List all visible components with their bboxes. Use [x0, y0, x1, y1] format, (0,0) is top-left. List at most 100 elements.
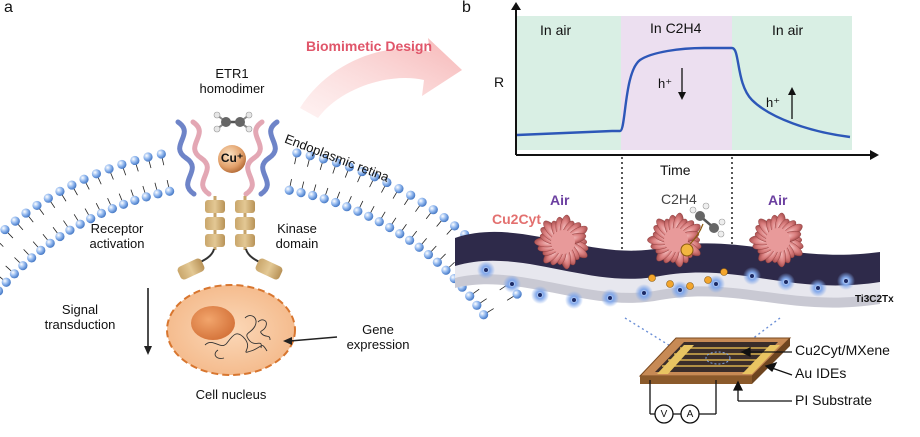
cu2cyt-flower [749, 212, 804, 268]
flower-core [551, 230, 575, 254]
lipid-head [55, 186, 65, 197]
lipid-head [305, 151, 315, 161]
electron-dot [572, 298, 576, 302]
region-air-2 [732, 16, 852, 150]
ammeter-label: A [686, 409, 694, 420]
receptor-activation-line1: Receptor [90, 221, 144, 236]
ammeter-icon [680, 404, 700, 424]
lipid-head [165, 186, 175, 196]
lipid-head [284, 185, 294, 195]
lipid-head [395, 229, 405, 239]
lipid-head [130, 155, 140, 166]
lipid-head [86, 213, 96, 224]
biomimetic-design-label: Biomimetic Design [306, 38, 433, 54]
electron-dot [816, 286, 820, 290]
lipid-head [43, 193, 53, 203]
region-1-label: In air [540, 22, 572, 38]
kinase-domain [177, 196, 283, 280]
biomimetic-arrow [300, 38, 462, 118]
electron-dot [844, 279, 848, 283]
lipid-head [292, 148, 302, 158]
region-ethylene [621, 16, 732, 150]
hole-dot [666, 280, 674, 288]
copper-ion-label: Cu⁺ [220, 151, 244, 165]
lipid-head [374, 217, 384, 227]
lipid-head [27, 253, 37, 263]
lipid-head [79, 174, 89, 184]
lipid-head [130, 195, 140, 205]
lipid-head [357, 166, 367, 177]
lipid-head [441, 265, 451, 275]
electron-dot [608, 296, 612, 300]
lipid-head [65, 225, 75, 235]
hole-label-2: h⁺ [766, 95, 781, 110]
lipid-head [428, 205, 438, 215]
lipid-head [370, 172, 380, 182]
lipid-head [104, 164, 114, 174]
lipid-head [465, 291, 475, 301]
lipid-head [91, 169, 102, 179]
gas-label: C2H4 [661, 191, 697, 207]
electron-dot [538, 293, 542, 297]
lipid-head [318, 154, 329, 164]
hole-label-1: h⁺ [658, 76, 673, 91]
region-2-label: In C2H4 [650, 20, 702, 36]
lipid-head [118, 199, 129, 209]
electron-dot [714, 282, 718, 286]
cu2cyt-particles [534, 212, 804, 270]
copper-ion [218, 145, 246, 173]
region-3-label: In air [772, 22, 804, 38]
cu2cyt-label: Cu2Cyt [492, 211, 542, 227]
lipid-head [32, 200, 42, 211]
hole-dot [720, 268, 728, 276]
ethylene-molecule-icon [213, 111, 253, 133]
lipid-head [156, 149, 166, 159]
receptor-title-line2: homodimer [199, 81, 265, 96]
cell-nucleus-label: Cell nucleus [195, 387, 267, 402]
lipid-head [107, 204, 117, 214]
cu2cyt-flower [647, 212, 702, 268]
resistance-curve [516, 46, 851, 139]
layer-3-label: PI Substrate [795, 392, 873, 408]
lipid-head [439, 212, 449, 223]
electron-dot [510, 282, 514, 286]
lipid-head [331, 158, 342, 168]
lipid-head [18, 261, 28, 271]
kinase-domain-line1: Kinase [277, 221, 317, 236]
lipid-head [342, 202, 352, 212]
lipid-head [405, 235, 415, 245]
lipid-head [9, 269, 19, 279]
lipid-head [417, 197, 427, 207]
cu2cyt-flower [534, 214, 589, 270]
layer-2-label: Au IDEs [795, 365, 847, 381]
panel-a-letter: a [4, 0, 13, 16]
lipid-head [353, 206, 363, 216]
receptor-title-line1: ETR1 [215, 66, 249, 81]
signal-transduction-label: Signal transduction [30, 302, 130, 332]
gene-expression-line1: Gene [362, 322, 394, 337]
electron-dot [642, 291, 646, 295]
lipid-head [450, 221, 460, 231]
y-axis-label: R [494, 74, 505, 90]
lipid-head [414, 242, 424, 252]
electron-dot [750, 274, 754, 278]
lipid-head [96, 208, 107, 219]
hole-dot [648, 274, 656, 282]
lipid-head [319, 194, 329, 204]
lipid-head [67, 180, 77, 190]
lipid-head [1, 277, 11, 287]
receptor-activation-label: Receptor activation [72, 221, 162, 251]
lipid-head [117, 159, 127, 170]
panel-b-letter: b [462, 0, 471, 16]
air-left-label: Air [550, 192, 570, 208]
region-air-1 [517, 16, 621, 150]
lipid-head [141, 192, 151, 202]
lipid-head [21, 208, 31, 218]
guide-lines [621, 157, 781, 353]
lipid-head [394, 183, 404, 194]
adsorbed-ethylene-icon [680, 202, 726, 257]
receptor-title: ETR1 homodimer [186, 66, 278, 96]
lipid-head [0, 224, 10, 235]
lipid-head [153, 189, 163, 199]
resistance-plot [511, 2, 879, 160]
